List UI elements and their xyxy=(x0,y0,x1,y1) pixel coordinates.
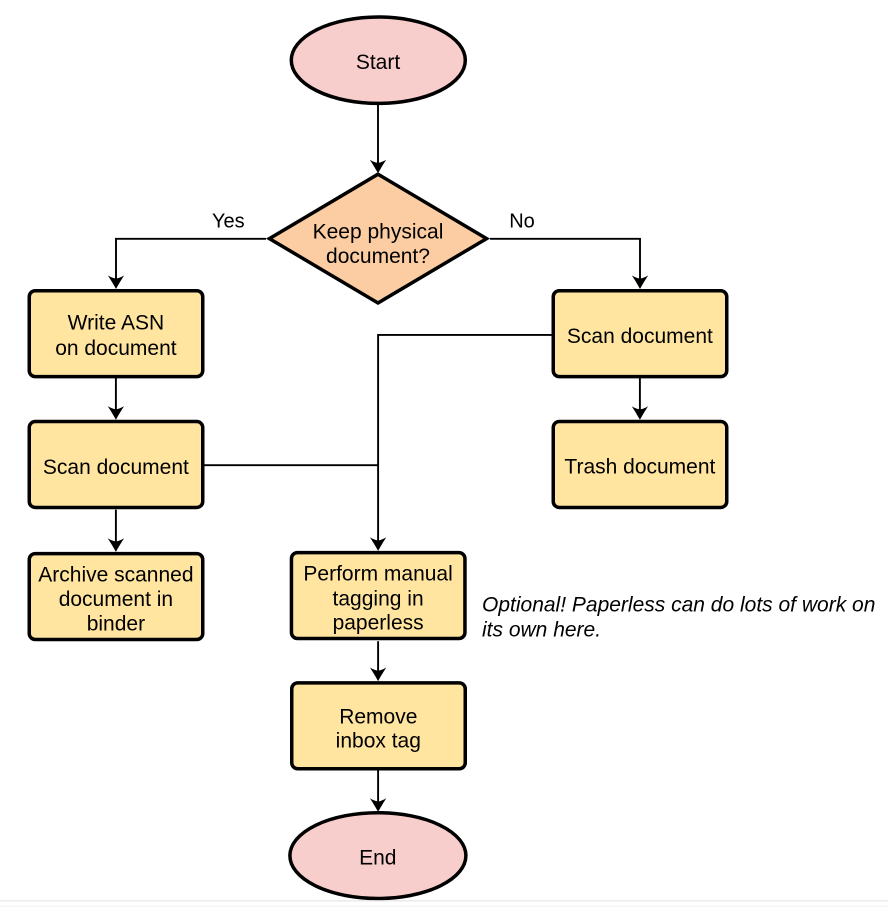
svg-text:Trash document: Trash document xyxy=(564,456,715,479)
svg-text:Optional! Paperless can do lot: Optional! Paperless can do lots of work … xyxy=(482,594,875,617)
svg-text:Start: Start xyxy=(356,51,401,74)
svg-text:No: No xyxy=(509,211,535,233)
svg-text:Write ASN: Write ASN xyxy=(68,311,164,334)
svg-text:Scan document: Scan document xyxy=(43,456,189,479)
svg-text:document?: document? xyxy=(326,245,430,268)
svg-text:inbox tag: inbox tag xyxy=(336,729,421,752)
svg-text:its own here.: its own here. xyxy=(482,619,601,642)
svg-text:Archive scanned: Archive scanned xyxy=(38,564,193,587)
svg-text:on document: on document xyxy=(55,337,177,360)
svg-text:Perform manual: Perform manual xyxy=(303,563,452,586)
svg-text:Scan document: Scan document xyxy=(567,325,713,348)
svg-text:tagging in: tagging in xyxy=(333,587,424,610)
svg-text:Yes: Yes xyxy=(212,211,245,233)
svg-text:paperless: paperless xyxy=(333,612,424,635)
svg-text:End: End xyxy=(359,847,396,870)
svg-text:document in: document in xyxy=(59,588,173,611)
svg-text:Keep physical: Keep physical xyxy=(313,220,444,243)
svg-text:Remove: Remove xyxy=(339,705,417,728)
svg-text:binder: binder xyxy=(87,612,145,635)
